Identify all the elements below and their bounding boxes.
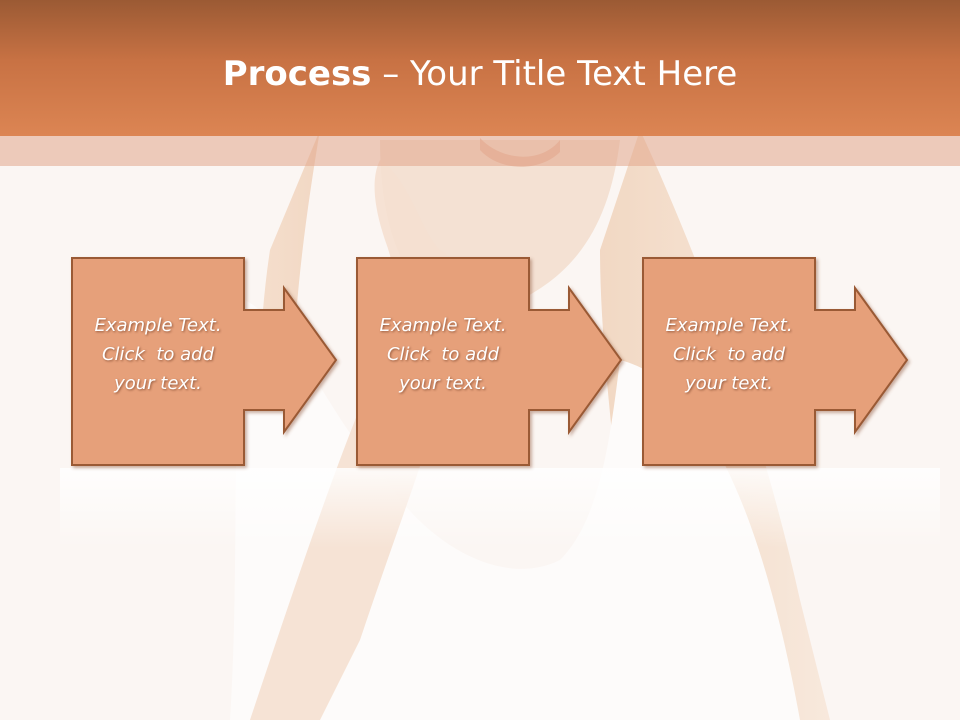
step-2-line-2: Click to add [386,344,499,365]
process-step-1[interactable] [71,257,338,466]
step-1-line-1: Example Text. [94,315,222,336]
title-bold: Process [222,54,372,94]
process-step-2[interactable] [356,257,623,466]
title-rest: – Your Title Text Here [371,54,738,94]
step-2-line-1: Example Text. [379,315,507,336]
step-1-line-3: your text. [114,373,202,394]
title-strip [0,136,960,166]
process-step-3-text[interactable]: Example Text. Click to add your text. [643,311,815,398]
step-1-line-2: Click to add [101,344,214,365]
step-3-line-1: Example Text. [665,315,793,336]
process-step-3[interactable] [642,257,909,466]
process-step-1-text[interactable]: Example Text. Click to add your text. [72,311,244,398]
reflection [60,468,940,548]
process-step-2-text[interactable]: Example Text. Click to add your text. [357,311,529,398]
title-bar [0,0,960,136]
step-3-line-3: your text. [685,373,773,394]
slide-title[interactable]: Process – Your Title Text Here [0,52,960,96]
step-3-line-2: Click to add [672,344,785,365]
step-2-line-3: your text. [399,373,487,394]
